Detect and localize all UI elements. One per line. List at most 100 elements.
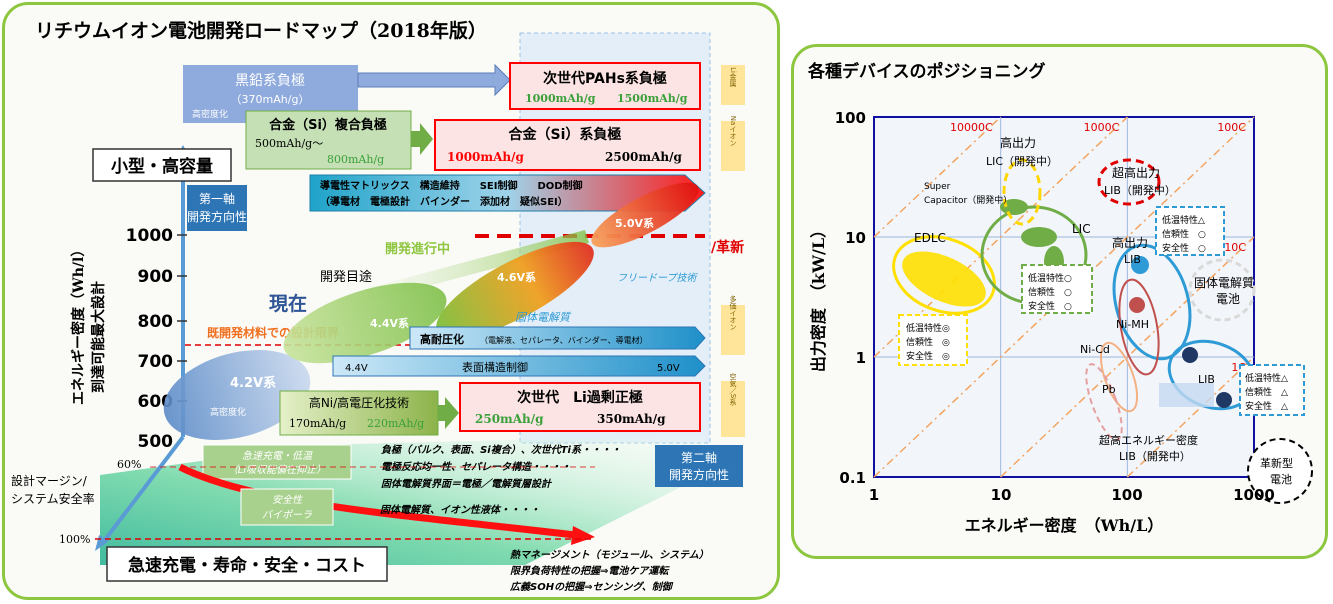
innovative-battery-region (1247, 438, 1313, 504)
y-tick-1000: 1000 (126, 226, 173, 246)
thermal-note-1: 熱マネージメント（モジュール、システム） (509, 549, 709, 561)
label-super-cap-1: Super (924, 182, 951, 192)
label-super-lib-2: LIB（開発中） (1104, 183, 1176, 197)
tag-air-s (721, 381, 745, 437)
graphite-arrow (357, 63, 511, 97)
alloy-composite-v2: 800mAh/g (327, 153, 384, 166)
nimh-region (1118, 278, 1160, 376)
high-ni-v2: 220mAh/g (367, 417, 424, 430)
lic-fill-2 (1000, 199, 1028, 215)
axis1-box (187, 185, 247, 231)
label-high-lib-1: 高出力 (1112, 235, 1148, 250)
safety-line-2: バイポーラ (262, 509, 312, 521)
high-ni-box (279, 390, 439, 436)
margin-label-1: 設計マージン/ (11, 473, 88, 488)
pct-100: 100% (59, 533, 90, 546)
axis2-label-1: 第二軸 (681, 451, 717, 465)
tag-li-metal (721, 65, 745, 105)
li-rich-name: 次世代 Li過剰正極 (517, 389, 643, 406)
x-tick-1000: 1000 (1233, 486, 1275, 504)
v44-label: 4.4V系 (370, 316, 409, 330)
label-high-lic-1: 高出力 (1000, 135, 1036, 150)
pahs-box (509, 62, 701, 110)
y-tick-100: 100 (835, 109, 866, 127)
rating-high-lib-2: 信頼性 ○ (1162, 228, 1206, 240)
surface-right: 5.0V (657, 363, 680, 374)
matrix-arrow (309, 174, 706, 212)
label-innovative-2: 電池 (1270, 473, 1292, 486)
edlc-region (892, 235, 996, 315)
rating-box-lib (1239, 364, 1305, 416)
red-main-arrowhead (571, 526, 595, 545)
bottom-box (106, 546, 388, 582)
c-line-10000 (873, 116, 1002, 238)
tag-multi-ion (721, 305, 745, 355)
nicd-region (1099, 341, 1139, 413)
anode-note-3: 固体電解質界面＝電極／電解質層設計 (381, 478, 553, 490)
label-lib: LIB (1198, 373, 1215, 386)
rating-edlc-2: 信頼性 ◎ (906, 336, 950, 348)
small-capacity-label: 小型・高容量 (111, 156, 213, 177)
rating-high-lib-1: 低温特性△ (1162, 214, 1205, 226)
rating-lib-1: 低温特性△ (1245, 372, 1288, 384)
graphite-name: 黒鉛系負極 (235, 73, 305, 89)
y-axis-label: 出力密度 （kW/L） (809, 222, 828, 372)
device-regions (892, 158, 1313, 504)
high-ni-name: 高Ni/高電圧化技術 (309, 395, 409, 410)
red-main-arrow (178, 463, 576, 539)
high-voltage-note: （電解液、セパレータ、バインダー、導電材） (480, 335, 648, 345)
c-label-1000: 1000C (1084, 121, 1120, 134)
high-voltage-arrow (409, 326, 706, 350)
safety-box (240, 488, 334, 526)
high-lib-dot (1131, 256, 1149, 274)
tag-na-ion-text: Naイオン (729, 116, 737, 147)
rating-lib-3: 安全性 △ (1245, 400, 1288, 412)
lib-dot-1 (1182, 347, 1198, 363)
fast-charge-line-2: （Li吸収能偏在抑止） (228, 464, 326, 476)
solid-battery-region (1188, 258, 1256, 322)
label-nimh: Ni-MH (1116, 318, 1149, 331)
label-pb: Pb (1102, 383, 1116, 396)
x-tick-10: 10 (991, 486, 1012, 504)
v42-label: 4.2V系 (230, 375, 276, 391)
y-tick-700: 700 (138, 352, 174, 372)
safety-note: 固体電解質、イオン性液体・・・・ (380, 504, 540, 516)
solid-electrolyte-label: 固体電解質 (515, 311, 572, 324)
y-tick-1: 1 (856, 349, 866, 367)
alloy-v1: 1000mAh/g (447, 150, 525, 164)
graphite-cap: （370mAh/g） (231, 93, 310, 106)
rating-lic-1: 低温特性○ (1028, 272, 1072, 284)
progress-label: 開発進行中 (385, 241, 450, 257)
surface-arrow (332, 355, 706, 377)
rating-edlc-3: 安全性 ◎ (906, 350, 950, 362)
surface-left: 4.4V (345, 363, 368, 374)
v42-ellipse (163, 350, 311, 440)
rating-box-edlc (898, 314, 968, 366)
lib-dot-2 (1216, 392, 1232, 408)
fast-charge-line-1: 急速充電・低温 (242, 450, 313, 462)
roadmap-title: リチウムイオン電池開発ロードマップ（2018年版） (35, 19, 487, 42)
pb-region (1085, 363, 1123, 441)
axis2-label-2: 開発方向性 (669, 467, 729, 482)
rating-box-high-lib (1155, 206, 1225, 256)
lib-dev-region (1159, 383, 1214, 407)
high-lib-region (1112, 243, 1192, 361)
positioning-title: 各種デバイスのポジショニング (807, 61, 1046, 82)
v42-note: 高密度化 (210, 406, 246, 418)
label-innovative-1: 革新型 (1260, 456, 1293, 470)
target-label: 開発目途 (320, 269, 372, 285)
rating-lic-2: 信頼性 ○ (1028, 286, 1072, 298)
c-line-1 (1126, 356, 1255, 478)
label-high-lib-2: LIB (1124, 253, 1141, 266)
anode-note-1: 負極（バルク、表面、Si複合）、次世代Ti系・・・・ (381, 444, 621, 456)
y-tick-10: 10 (845, 229, 866, 247)
x-tick-100: 100 (1111, 486, 1142, 504)
high-lic-region (1002, 158, 1042, 226)
graphite-note: 高密度化 (192, 108, 228, 120)
label-edlc: EDLC (914, 231, 946, 245)
c-label-10000: 10000C (950, 121, 993, 134)
v46-ellipse (436, 241, 594, 339)
alloy-composite-name: 合金（Si）複合負極 (269, 117, 387, 133)
